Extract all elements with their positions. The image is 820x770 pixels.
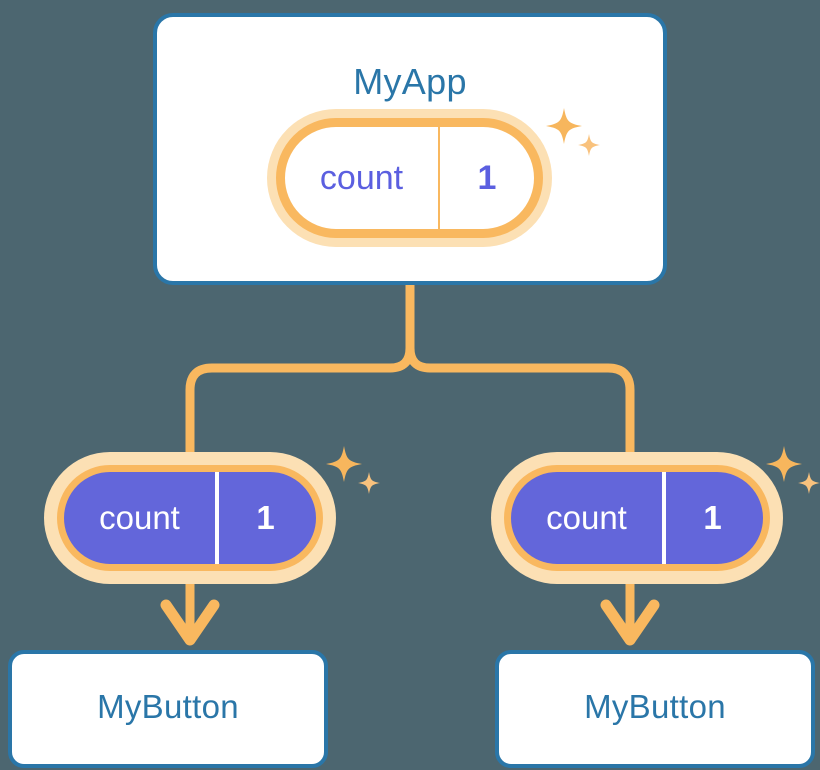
state-pill-body: count 1 <box>276 118 543 238</box>
component-card-mybutton-right[interactable]: MyButton <box>495 650 815 768</box>
state-pill-right[interactable]: count 1 <box>491 452 783 584</box>
state-pill-myapp[interactable]: count 1 <box>267 109 552 247</box>
state-key-label: count <box>64 472 219 564</box>
tree-split-connector <box>185 280 415 457</box>
state-value-label: 1 <box>703 499 722 536</box>
sparkle-four-point-small-icon <box>798 472 820 494</box>
arrow-down-icon <box>160 599 220 646</box>
state-pill-body: count 1 <box>504 465 770 571</box>
state-pill-left[interactable]: count 1 <box>44 452 336 584</box>
state-pill-body: count 1 <box>57 465 323 571</box>
state-key-label: count <box>285 127 440 229</box>
page-title: MyApp <box>353 61 467 102</box>
sparkle-four-point-small-icon <box>358 472 380 494</box>
state-value-label: 1 <box>256 499 275 536</box>
component-label: MyButton <box>97 688 239 725</box>
component-card-mybutton-left[interactable]: MyButton <box>8 650 328 768</box>
tree-split-connector-right <box>405 280 635 457</box>
component-label: MyButton <box>584 688 726 725</box>
state-value-label: 1 <box>477 158 497 197</box>
state-key-label: count <box>511 472 666 564</box>
arrow-down-icon-right <box>600 599 660 646</box>
